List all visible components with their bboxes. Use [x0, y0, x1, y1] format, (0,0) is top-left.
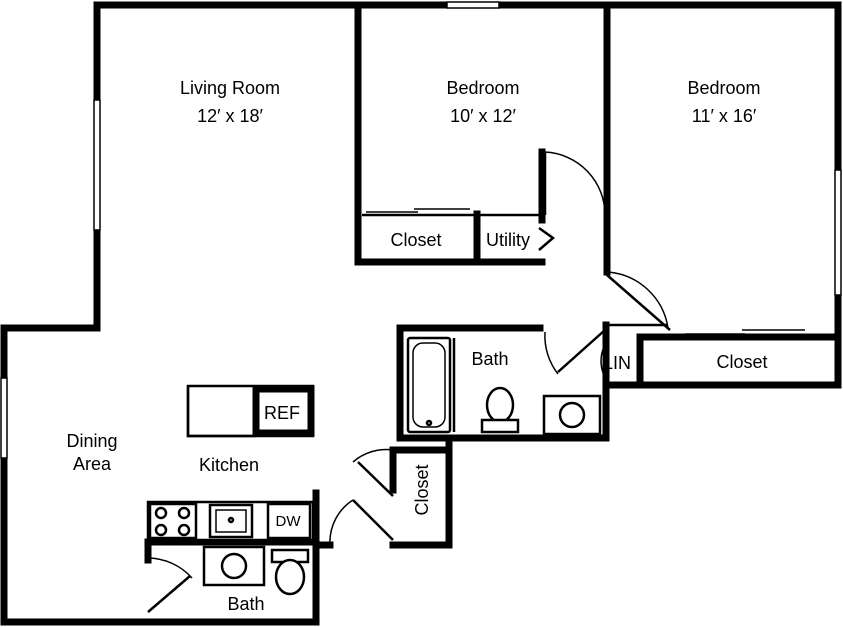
small-bath-fixtures: [202, 545, 310, 596]
utility-label: Utility: [486, 230, 530, 250]
main-bath-fixtures: [406, 336, 602, 436]
bedroom2-name: Bedroom: [687, 78, 760, 98]
closet1-label: Closet: [390, 230, 441, 250]
dining-line1: Dining: [66, 431, 117, 451]
small-toilet: [274, 558, 306, 596]
room-labels: Living Room 12′ x 18′ Bedroom 10′ x 12′ …: [66, 78, 767, 614]
kitchen-fixtures: [146, 384, 315, 542]
interior-walls: [144, 1, 842, 564]
ref-label: REF: [264, 403, 300, 423]
closet3-label: Closet: [412, 464, 432, 515]
sink: [558, 401, 586, 429]
lin-label: LIN: [603, 353, 631, 373]
closet2-label: Closet: [716, 352, 767, 372]
bedroom2-size: 11′ x 16′: [692, 106, 757, 126]
bath-main-label: Bath: [471, 349, 508, 369]
kitchen-sink: [208, 503, 254, 539]
living-room-size: 12′ x 18′: [197, 106, 263, 126]
stove: [148, 502, 198, 540]
bathtub: [406, 336, 452, 434]
dining-line2: Area: [73, 454, 112, 474]
small-vanity: [202, 545, 266, 587]
dishwasher: [266, 502, 312, 540]
toilet-tank: [480, 418, 520, 434]
bedroom1-name: Bedroom: [446, 78, 519, 98]
kitchen-label: Kitchen: [199, 455, 259, 475]
doors: [147, 151, 805, 613]
windows: [0, 1, 842, 459]
toilet: [485, 386, 515, 424]
dw-label: DW: [276, 513, 302, 530]
living-room-name: Living Room: [180, 78, 280, 98]
refrigerator: [252, 385, 315, 437]
vanity: [542, 394, 602, 436]
bath-small-label: Bath: [227, 594, 264, 614]
bedroom1-size: 10′ x 12′: [450, 106, 516, 126]
